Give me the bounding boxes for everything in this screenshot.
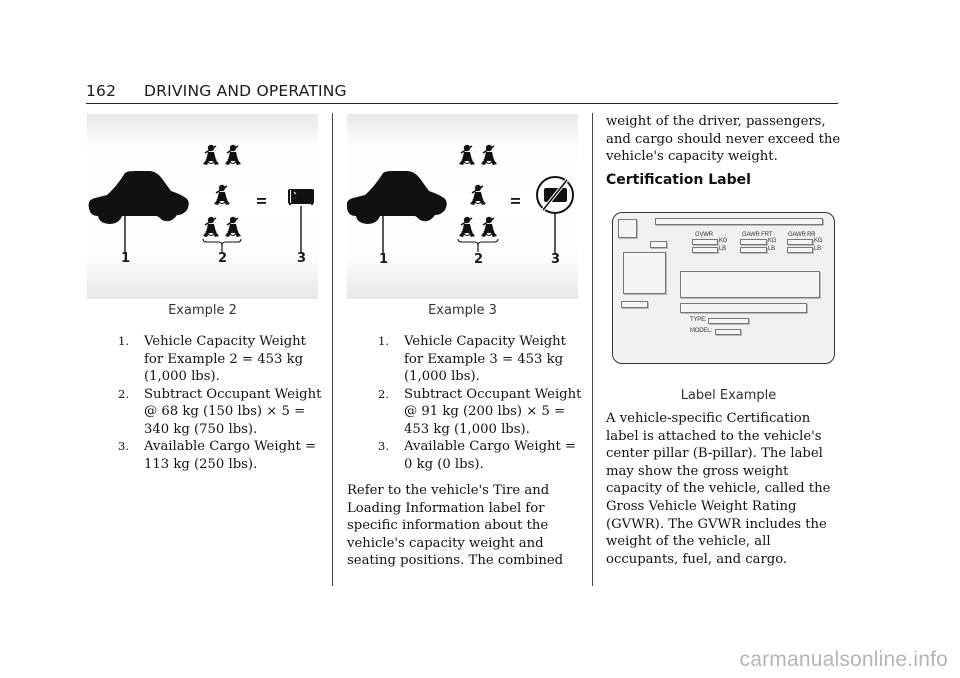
occupant-icons-bottom (458, 216, 498, 238)
list-item: 1. Vehicle Capacity Weight for Example 3… (378, 334, 566, 384)
type-label: TYPE: (690, 317, 707, 323)
model-label: MODEL: (690, 328, 712, 334)
occupant-icons-top (458, 144, 498, 166)
header-rule (86, 103, 838, 104)
minus-icon (433, 200, 442, 202)
callout-1: 1 (121, 251, 131, 266)
car-icon (347, 171, 447, 224)
column-divider-1 (332, 113, 333, 586)
minus-icon (178, 200, 187, 202)
gawr-frt-kg-field (740, 239, 767, 245)
list-item: 2. Subtract Occupant Weight @ 68 kg (150… (118, 386, 322, 437)
page-number: 162 (86, 82, 117, 100)
callout-3: 3 (551, 252, 561, 267)
type-field (708, 318, 749, 324)
occupant-icon-middle (469, 184, 487, 206)
gawr-frt-label: GAWR FRT (742, 232, 773, 238)
list-item: 3. Available Cargo Weight = 113 kg (250 … (118, 439, 317, 472)
example-2-list: 1. Vehicle Capacity Weight for Example 2… (118, 333, 328, 473)
gvwr-kg-unit: KG (719, 238, 728, 244)
gawr-frt-lb-unit: LB (768, 246, 775, 252)
car-icon (88, 171, 189, 224)
page-header: 162 DRIVING AND OPERATING (86, 82, 838, 104)
certification-paragraph: A vehicle-specific Certification label i… (606, 411, 831, 567)
logo-box (618, 219, 637, 238)
gawr-rr-kg-unit: KG (814, 238, 823, 244)
callout-1: 1 (379, 252, 389, 267)
gawr-frt-kg-unit: KG (768, 238, 777, 244)
example-2-caption: Example 2 (168, 303, 237, 318)
gvwr-kg-field (692, 239, 718, 245)
occupant-icon-middle (213, 184, 231, 206)
gawr-rr-kg-field (787, 239, 813, 245)
list-item: 2. Subtract Occupant Weight @ 91 kg (200… (378, 386, 582, 437)
example-2-illustration: 1 2 3 (87, 114, 318, 299)
example-3-list: 1. Vehicle Capacity Weight for Example 3… (378, 333, 588, 473)
bracket (202, 238, 242, 246)
gvwr-lb-field (692, 247, 718, 253)
gawr-rr-label: GAWR RR (788, 232, 816, 238)
callout-3: 3 (297, 251, 307, 266)
gvwr-lb-unit: LB (719, 246, 726, 252)
gawr-frt-lb-field (740, 247, 767, 253)
example-3-caption: Example 3 (428, 303, 497, 318)
occupant-icons-bottom (202, 216, 242, 238)
gawr-rr-lb-field (787, 247, 813, 253)
label-example-caption: Label Example (680, 388, 777, 403)
info-block (680, 271, 820, 298)
equals-icon (511, 198, 520, 204)
top-bar (655, 218, 823, 225)
callout-2: 2 (474, 252, 484, 267)
example-3-illustration: 1 2 3 (347, 114, 578, 299)
section-title: DRIVING AND OPERATING (144, 82, 347, 100)
small-box (650, 241, 667, 248)
small-box-2 (621, 301, 648, 308)
example-3-paragraph: Refer to the vehicle's Tire and Loading … (347, 483, 564, 569)
gawr-rr-lb-unit: LB (814, 246, 821, 252)
certification-label-heading: Certification Label (606, 172, 751, 188)
equals-icon (257, 198, 266, 204)
gvwr-label: GVWR (695, 232, 713, 238)
vin-bar (680, 303, 807, 313)
certification-label-illustration: GVWR KG LB GAWR FRT KG LB GAWR RR KG LB … (612, 212, 835, 364)
list-item: 1. Vehicle Capacity Weight for Example 2… (118, 334, 306, 384)
column-divider-2 (592, 113, 593, 586)
watermark: carmanualsonline.info (739, 648, 948, 671)
no-cargo-icon (536, 176, 574, 214)
image-box (623, 252, 666, 294)
cargo-icon (288, 189, 314, 205)
list-item: 3. Available Cargo Weight = 0 kg (0 lbs)… (378, 439, 577, 472)
model-field (715, 329, 741, 335)
callout-2: 2 (218, 251, 228, 266)
occupant-icons-top (202, 144, 242, 166)
continued-paragraph: weight of the driver, passengers, and ca… (606, 114, 841, 165)
